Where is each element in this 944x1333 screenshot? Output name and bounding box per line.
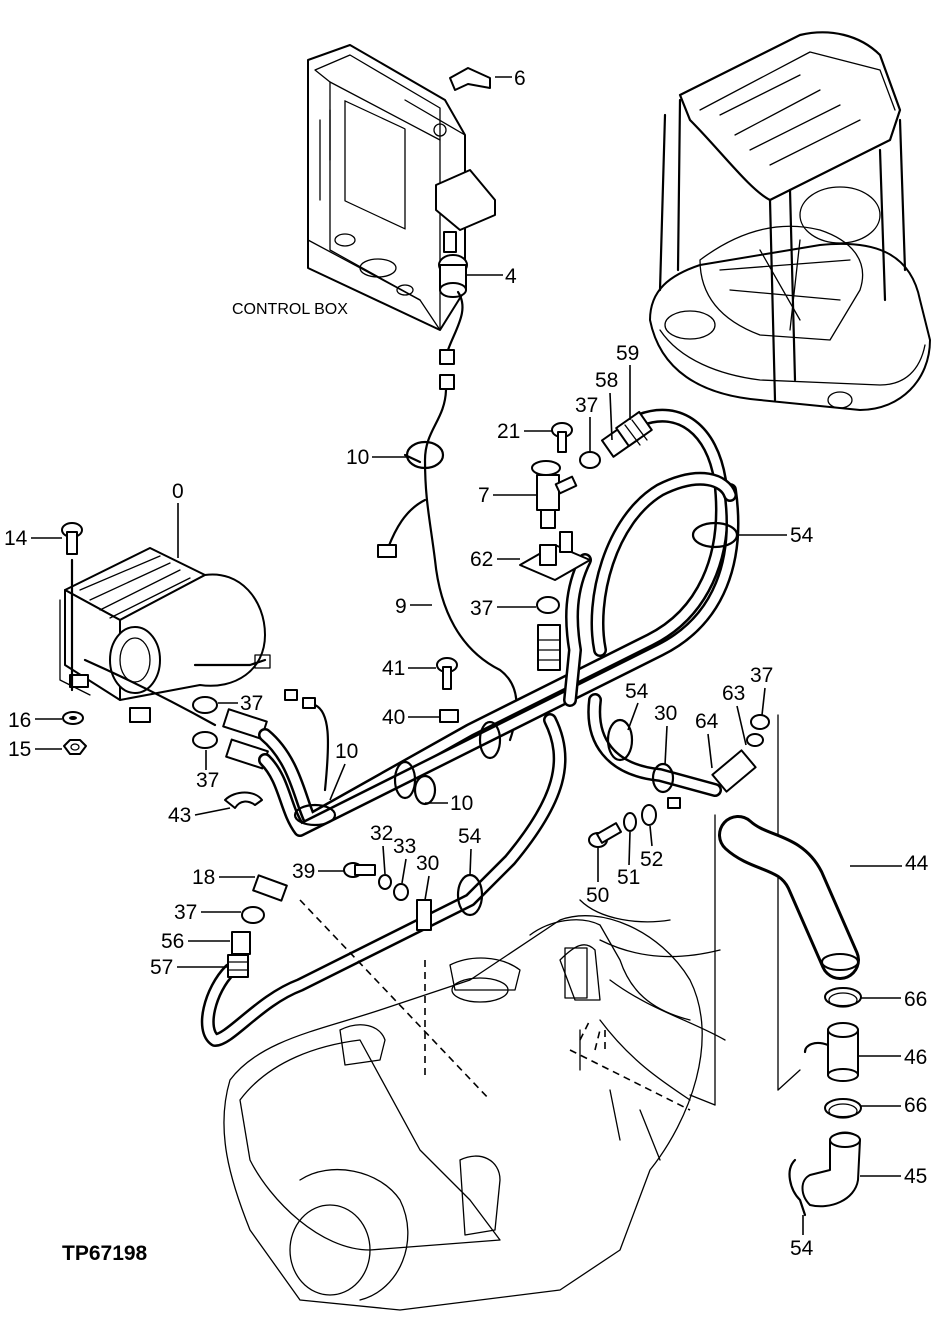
callout-10-lower: 10 (450, 792, 473, 815)
callout-9: 9 (395, 595, 407, 618)
callout-62: 62 (470, 548, 493, 571)
callout-37-lower: 37 (174, 901, 197, 924)
callout-15: 15 (8, 738, 31, 761)
callout-59: 59 (616, 342, 639, 365)
callout-16: 16 (8, 709, 31, 732)
callout-18: 18 (192, 866, 215, 889)
callout-6: 6 (514, 67, 526, 90)
control-box-drawing (307, 44, 496, 331)
callout-14: 14 (4, 527, 28, 550)
callout-37-heater-bottom: 37 (196, 769, 219, 792)
heater-unit-drawing (59, 522, 271, 755)
callout-66-bottom: 66 (904, 1094, 927, 1117)
valve-7-drawing (519, 422, 601, 671)
callout-56: 56 (161, 930, 184, 953)
callout-51: 51 (617, 866, 640, 889)
parts-50-51-52-drawing (588, 804, 657, 848)
callout-4: 4 (505, 265, 517, 288)
callout-44: 44 (905, 852, 929, 875)
callout-33: 33 (393, 835, 416, 858)
callout-54-lower: 54 (458, 825, 482, 848)
drawing-number: TP67198 (62, 1242, 148, 1265)
callout-37-right: 37 (750, 664, 773, 687)
callout-66-top: 66 (904, 988, 927, 1011)
callout-0: 0 (172, 480, 184, 503)
callout-21: 21 (497, 420, 520, 443)
callout-37-top: 37 (575, 394, 598, 417)
harness-9-drawing (377, 388, 518, 742)
callout-63: 63 (722, 682, 745, 705)
callout-54-mid: 54 (625, 680, 649, 703)
excavator-drawing (649, 31, 931, 411)
callout-40: 40 (382, 706, 405, 729)
callout-10-mid: 10 (335, 740, 358, 763)
callout-43: 43 (168, 804, 191, 827)
callout-37-mid: 37 (470, 597, 493, 620)
callout-37-heater-top: 37 (240, 692, 263, 715)
fitting-63-64-drawing (436, 657, 770, 793)
callout-46: 46 (904, 1046, 927, 1069)
fitting-58-59-drawing (600, 410, 653, 458)
callout-41: 41 (382, 657, 405, 680)
callouts: CONTROL BOX 6 4 59 58 37 21 10 7 0 14 54… (4, 67, 929, 1265)
callout-57: 57 (150, 956, 173, 979)
callout-54-top: 54 (790, 524, 814, 547)
callout-10-upper: 10 (346, 446, 369, 469)
callout-32: 32 (370, 822, 393, 845)
callout-54-bottom: 54 (790, 1237, 814, 1260)
callout-39: 39 (292, 860, 315, 883)
hose-clamps-drawing (293, 521, 739, 931)
callout-45: 45 (904, 1165, 927, 1188)
leader-guides (689, 714, 801, 1106)
callout-50: 50 (586, 884, 609, 907)
switch-4-drawing (438, 231, 468, 390)
parts-30-32-33-39-drawing (227, 862, 409, 978)
heater-clamps-drawing (192, 689, 330, 809)
callout-30-left: 30 (416, 852, 439, 875)
control-box-caption: CONTROL BOX (232, 301, 348, 318)
callout-52: 52 (640, 848, 663, 871)
callout-7: 7 (478, 484, 490, 507)
coolant-parts-drawing (718, 815, 862, 1217)
engine-drawing (223, 899, 726, 1311)
main-hoses-drawing (200, 408, 740, 1047)
callout-64: 64 (695, 710, 719, 733)
callout-58: 58 (595, 369, 618, 392)
callout-30-right: 30 (654, 702, 677, 725)
dashed-connections (299, 899, 691, 1111)
